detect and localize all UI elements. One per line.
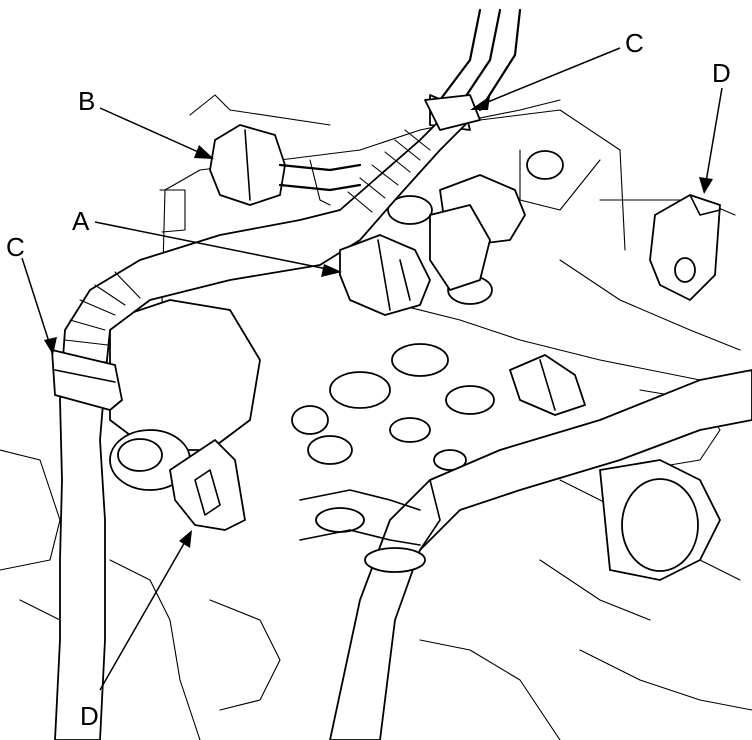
callout-a: A bbox=[72, 206, 90, 236]
arrow-b bbox=[194, 145, 214, 159]
callout-c-top: C bbox=[625, 28, 644, 58]
harness-clamp-left bbox=[51, 349, 123, 411]
callout-d-bottom: D bbox=[80, 701, 99, 731]
arrow-c-left bbox=[44, 337, 57, 355]
bracket-d-bottom bbox=[169, 439, 246, 531]
center-sensor bbox=[429, 150, 564, 291]
arrow-a bbox=[321, 264, 342, 277]
arrow-d-right bbox=[699, 177, 713, 194]
bracket-d-right bbox=[649, 194, 721, 301]
connector-b bbox=[209, 124, 362, 206]
callout-c-left: C bbox=[6, 232, 25, 262]
leader-c-top bbox=[477, 47, 621, 107]
arrow-c-top bbox=[470, 96, 490, 110]
callout-d-right: D bbox=[712, 58, 731, 88]
leader-lines bbox=[21, 47, 723, 691]
leader-c-left bbox=[21, 257, 51, 346]
leader-d-right bbox=[705, 87, 723, 183]
leader-a bbox=[94, 221, 333, 271]
right-center-connector bbox=[509, 354, 586, 416]
leader-b bbox=[99, 107, 206, 156]
manifold-ports bbox=[291, 195, 495, 533]
leader-d-bottom bbox=[99, 539, 187, 691]
foreground-tube bbox=[299, 369, 752, 740]
callout-b: B bbox=[78, 86, 95, 116]
connector-a bbox=[339, 234, 431, 316]
throttle-body bbox=[599, 459, 721, 581]
arrow-d-bottom bbox=[179, 530, 192, 548]
tube-clamp-top bbox=[424, 94, 481, 131]
